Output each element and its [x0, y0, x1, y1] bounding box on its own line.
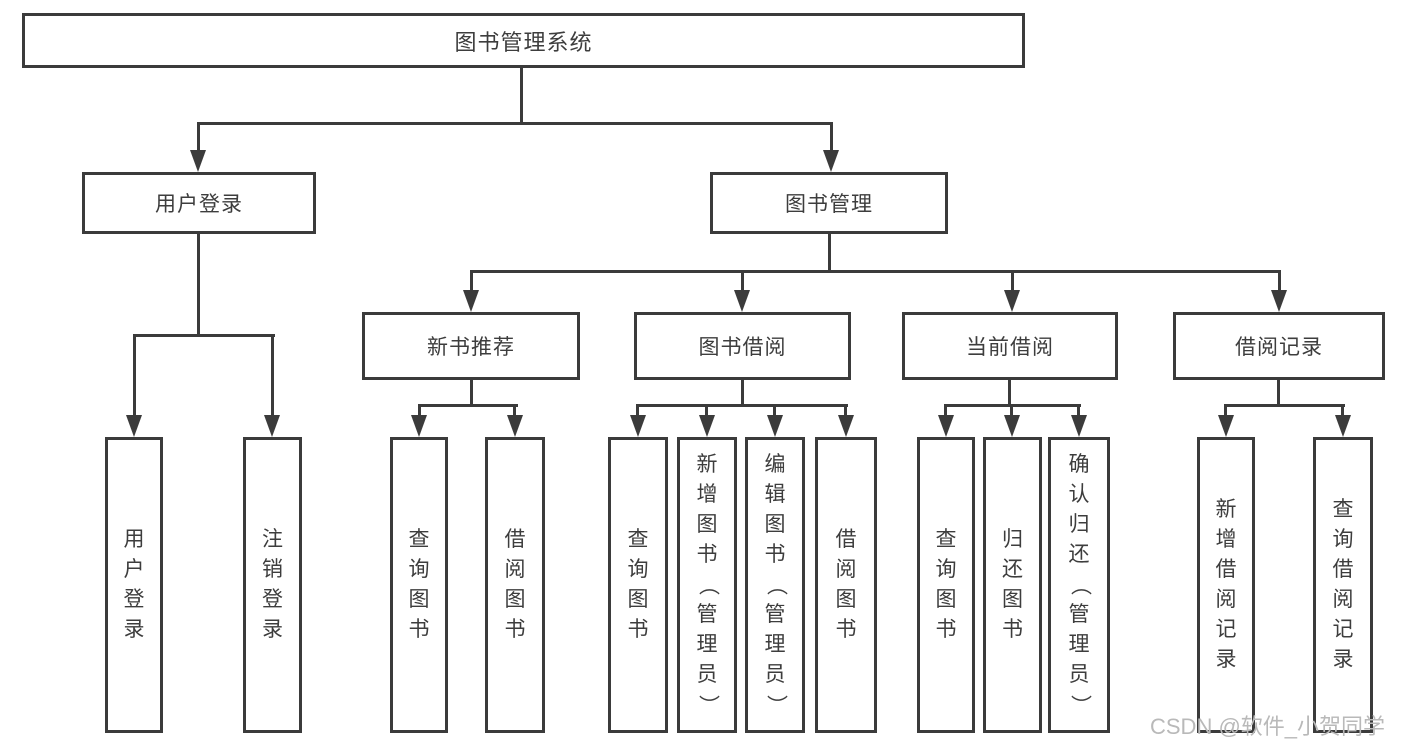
leaf-edit-book-admin: 编辑图书（管理员）	[745, 437, 805, 733]
leaf-query-books-current: 查询图书	[917, 437, 975, 733]
leaf-borrow-books-recommend: 借阅图书	[485, 437, 545, 733]
arrowhead-down-icon	[1218, 415, 1234, 437]
arrowhead-down-icon	[507, 415, 523, 437]
connector-vline	[1010, 404, 1013, 415]
connector-vline	[470, 380, 473, 406]
connector-hline	[418, 404, 518, 407]
arrowhead-down-icon	[411, 415, 427, 437]
leaf-borrow-books-recommend-label: 借阅图书	[504, 528, 526, 641]
connector-vline	[773, 404, 776, 415]
connector-vline	[844, 404, 847, 415]
connector-vline	[830, 122, 833, 150]
connector-hline	[470, 270, 1281, 273]
leaf-borrow-books-borrowing: 借阅图书	[815, 437, 877, 733]
arrowhead-down-icon	[463, 290, 479, 312]
watermark: CSDN @软件_小贺同学	[1150, 714, 1386, 739]
arrowhead-down-icon	[699, 415, 715, 437]
node-book-management: 图书管理	[710, 172, 948, 234]
connector-vline	[705, 404, 708, 415]
connector-hline	[133, 334, 275, 337]
node-book-borrowing-label: 图书借阅	[698, 336, 787, 359]
arrowhead-down-icon	[823, 150, 839, 172]
connector-vline	[741, 380, 744, 406]
connector-vline	[741, 270, 744, 290]
node-root: 图书管理系统	[22, 13, 1025, 68]
arrowhead-down-icon	[264, 415, 280, 437]
connector-vline	[133, 334, 136, 415]
node-borrowing-records: 借阅记录	[1173, 312, 1385, 380]
leaf-return-books: 归还图书	[983, 437, 1042, 733]
arrowhead-down-icon	[1004, 290, 1020, 312]
arrowhead-down-icon	[838, 415, 854, 437]
arrowhead-down-icon	[1004, 415, 1020, 437]
connector-vline	[944, 404, 947, 415]
leaf-add-borrow-record: 新增借阅记录	[1197, 437, 1255, 733]
node-user-login-label: 用户登录	[155, 193, 243, 216]
leaf-add-book-admin: 新增图书（管理员）	[677, 437, 737, 733]
leaf-user-login-label: 用户登录	[123, 528, 145, 641]
leaf-add-book-admin-label: 新增图书（管理员）	[696, 453, 719, 716]
arrowhead-down-icon	[734, 290, 750, 312]
connector-vline	[520, 68, 523, 124]
connector-vline	[1011, 270, 1014, 290]
leaf-confirm-return-admin-label: 确认归还（管理员）	[1068, 453, 1091, 716]
leaf-query-borrow-record: 查询借阅记录	[1313, 437, 1373, 733]
connector-vline	[513, 404, 516, 415]
node-new-book-recommend: 新书推荐	[362, 312, 580, 380]
leaf-borrow-books-borrowing-label: 借阅图书	[835, 528, 857, 641]
node-root-label: 图书管理系统	[454, 29, 593, 55]
arrowhead-down-icon	[190, 150, 206, 172]
leaf-logout-label: 注销登录	[262, 528, 283, 641]
node-user-login: 用户登录	[82, 172, 316, 234]
connector-vline	[418, 404, 421, 415]
connector-vline	[1341, 404, 1344, 415]
arrowhead-down-icon	[767, 415, 783, 437]
arrowhead-down-icon	[938, 415, 954, 437]
leaf-confirm-return-admin: 确认归还（管理员）	[1048, 437, 1110, 733]
arrowhead-down-icon	[1071, 415, 1087, 437]
leaf-edit-book-admin-label: 编辑图书（管理员）	[764, 453, 787, 716]
connector-vline	[271, 334, 274, 415]
connector-hline	[1224, 404, 1345, 407]
node-book-management-label: 图书管理	[785, 193, 873, 216]
connector-vline	[1224, 404, 1227, 415]
node-current-borrowing: 当前借阅	[902, 312, 1118, 380]
leaf-add-borrow-record-label: 新增借阅记录	[1215, 498, 1237, 671]
leaf-query-borrow-record-label: 查询借阅记录	[1332, 498, 1354, 671]
leaf-query-books-recommend: 查询图书	[390, 437, 448, 733]
leaf-query-books-borrowing-label: 查询图书	[627, 528, 649, 641]
connector-vline	[197, 122, 200, 150]
connector-vline	[470, 270, 473, 290]
connector-vline	[636, 404, 639, 415]
connector-vline	[197, 234, 200, 336]
node-book-borrowing: 图书借阅	[634, 312, 851, 380]
leaf-query-books-borrowing: 查询图书	[608, 437, 668, 733]
node-borrowing-records-label: 借阅记录	[1235, 336, 1323, 359]
arrowhead-down-icon	[630, 415, 646, 437]
arrowhead-down-icon	[126, 415, 142, 437]
leaf-return-books-label: 归还图书	[1002, 528, 1023, 641]
connector-hline	[197, 122, 833, 125]
leaf-query-books-current-label: 查询图书	[935, 528, 957, 641]
leaf-user-login: 用户登录	[105, 437, 163, 733]
node-new-book-recommend-label: 新书推荐	[427, 336, 515, 359]
connector-vline	[1278, 270, 1281, 290]
leaf-query-books-recommend-label: 查询图书	[408, 528, 430, 641]
connector-hline	[637, 404, 848, 407]
connector-vline	[1008, 380, 1011, 406]
node-current-borrowing-label: 当前借阅	[966, 336, 1054, 359]
leaf-logout: 注销登录	[243, 437, 302, 733]
connector-vline	[1277, 380, 1280, 406]
connector-vline	[828, 234, 831, 272]
arrowhead-down-icon	[1271, 290, 1287, 312]
connector-vline	[1077, 404, 1080, 415]
arrowhead-down-icon	[1335, 415, 1351, 437]
